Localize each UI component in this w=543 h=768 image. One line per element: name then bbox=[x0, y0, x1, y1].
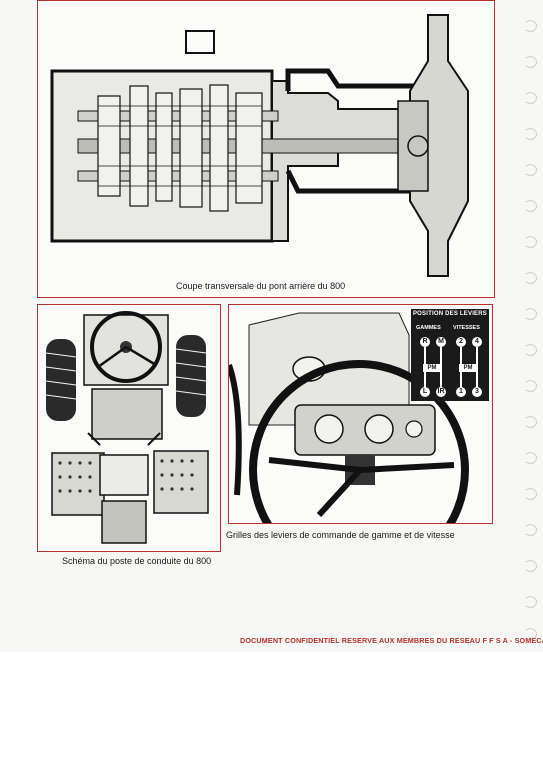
binder-ring bbox=[524, 596, 537, 608]
gate-line bbox=[476, 347, 478, 391]
confidential-footer: DOCUMENT CONFIDENTIEL RESERVE AUX MEMBRE… bbox=[240, 636, 543, 645]
gammes-label: GAMMES bbox=[416, 325, 441, 331]
binder-ring bbox=[524, 56, 537, 68]
binder-ring bbox=[524, 488, 537, 500]
gear-position-3: 3 bbox=[472, 387, 482, 397]
binder-ring bbox=[524, 628, 537, 640]
driver-station-figure bbox=[37, 304, 221, 552]
gear-position-2: 2 bbox=[456, 337, 466, 347]
rear-axle-figure bbox=[37, 0, 495, 298]
binder-ring bbox=[524, 20, 537, 32]
binder-ring bbox=[524, 452, 537, 464]
lever-grid-figure bbox=[228, 304, 493, 524]
binder-ring bbox=[524, 308, 537, 320]
binder-ring bbox=[524, 560, 537, 572]
gate-line bbox=[440, 347, 442, 391]
binder-ring bbox=[524, 236, 537, 248]
rear-axle-caption: Coupe transversale du pont arrière du 80… bbox=[176, 281, 346, 291]
gear-position-ir: IR bbox=[436, 387, 446, 397]
binder-ring bbox=[524, 164, 537, 176]
gear-position-m: M bbox=[436, 337, 446, 347]
driver-station-drawing bbox=[45, 311, 209, 544]
binder-ring bbox=[524, 344, 537, 356]
gear-position-4: 4 bbox=[472, 337, 482, 347]
vitesses-label: VITESSES bbox=[453, 325, 480, 331]
shift-pattern-plate: POSITION DES LEVIERS GAMMES VITESSES R M… bbox=[411, 309, 489, 401]
binder-ring bbox=[524, 416, 537, 428]
binder-ring bbox=[524, 92, 537, 104]
binder-ring bbox=[524, 200, 537, 212]
rear-axle-drawing bbox=[50, 14, 469, 277]
binder-ring bbox=[524, 272, 537, 284]
binder-ring bbox=[524, 380, 537, 392]
gammes-neutral: PM bbox=[423, 364, 441, 372]
binder-ring bbox=[524, 128, 537, 140]
driver-station-caption: Schéma du poste de conduite du 800 bbox=[62, 556, 212, 566]
shift-plate-title: POSITION DES LEVIERS bbox=[412, 311, 487, 317]
gear-position-r: R bbox=[420, 337, 430, 347]
vitesses-neutral: PM bbox=[459, 364, 477, 372]
gear-position-1: 1 bbox=[456, 387, 466, 397]
dashboard-drawing bbox=[229, 312, 469, 523]
gear-position-l: L bbox=[420, 387, 430, 397]
binder-ring bbox=[524, 524, 537, 536]
lever-grid-caption: Grilles des leviers de commande de gamme… bbox=[226, 530, 455, 540]
